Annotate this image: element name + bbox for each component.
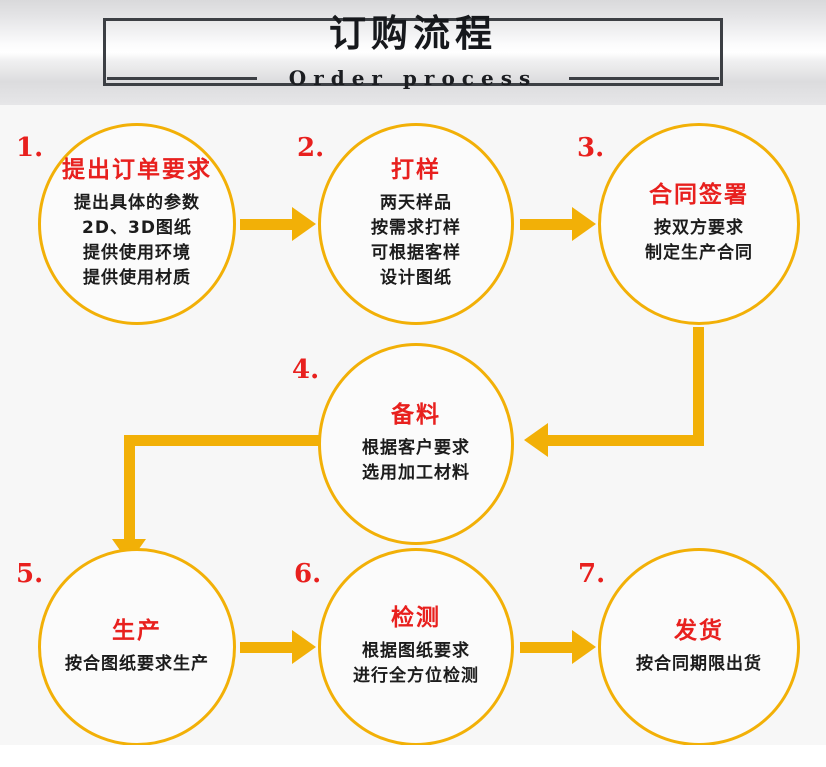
step-title: 检测 [391, 605, 441, 631]
arrow-shaft [520, 642, 578, 653]
process-step-3[interactable]: 合同签署 按双方要求制定生产合同 [598, 123, 800, 325]
arrow-shaft [240, 219, 298, 230]
step-detail-line: 根据图纸要求 [362, 641, 470, 661]
step-number-2: 2. [297, 133, 325, 163]
arrow-head-right-icon [572, 207, 596, 241]
arrow-shaft [240, 642, 298, 653]
header-banner: 订购流程 Order process [0, 0, 826, 105]
step-number-5: 5. [16, 559, 44, 589]
step-number-7: 7. [578, 559, 606, 589]
step-title: 备料 [391, 402, 441, 428]
step-detail-lines: 根据客户要求选用加工材料 [362, 436, 470, 486]
step-detail-line: 根据客户要求 [362, 438, 470, 458]
process-step-1[interactable]: 提出订单要求 提出具体的参数 2D、3D图纸提供使用环境提供使用材质 [38, 123, 236, 325]
arrow-shaft-vertical [693, 327, 704, 446]
step-title: 发货 [674, 617, 724, 644]
subtitle-rule-left [106, 76, 257, 80]
step-detail-line: 按需求打样 [371, 218, 461, 238]
step-detail-lines: 按合图纸要求生产 [65, 652, 209, 677]
step-title: 提出订单要求 [62, 157, 212, 183]
step-detail-line: 按双方要求 [654, 218, 744, 238]
step-detail-line: 提供使用环境 [83, 243, 191, 263]
process-step-4[interactable]: 备料 根据客户要求选用加工材料 [318, 343, 514, 545]
arrow-head-right-icon [292, 207, 316, 241]
process-step-5[interactable]: 生产 按合图纸要求生产 [38, 548, 236, 746]
arrow-head-right-icon [572, 630, 596, 664]
step-detail-line: 选用加工材料 [362, 463, 470, 483]
step-detail-line: 设计图纸 [380, 268, 452, 288]
arrow-head-left-icon [524, 423, 548, 457]
step-detail-line: 按合同期限出货 [636, 653, 762, 674]
step-detail-line: 进行全方位检测 [353, 666, 479, 686]
page-subtitle: Order process [288, 66, 538, 90]
step-detail-lines: 按合同期限出货 [636, 652, 762, 677]
step-number-3: 3. [577, 133, 605, 163]
arrow-shaft [520, 219, 578, 230]
step-detail-line: 2D、3D图纸 [82, 218, 192, 238]
step-number-6: 6. [294, 559, 322, 589]
footer-strip [0, 745, 826, 767]
step-detail-lines: 按双方要求制定生产合同 [645, 216, 753, 266]
subtitle-rule-right [569, 76, 720, 80]
step-title: 打样 [391, 157, 441, 183]
step-detail-line: 两天样品 [380, 193, 452, 213]
process-step-7[interactable]: 发货 按合同期限出货 [598, 548, 800, 746]
arrow-shaft-horizontal [548, 435, 704, 446]
page-title: 订购流程 [329, 12, 497, 55]
arrow-shaft-horizontal [124, 435, 322, 446]
process-step-6[interactable]: 检测 根据图纸要求进行全方位检测 [318, 548, 514, 746]
step-detail-line: 按合图纸要求生产 [65, 653, 209, 674]
process-step-2[interactable]: 打样 两天样品按需求打样可根据客样设计图纸 [318, 123, 514, 325]
header-frame [103, 18, 723, 86]
step-title: 合同签署 [649, 182, 749, 208]
step-detail-line: 可根据客样 [371, 243, 461, 263]
step-detail-line: 提出具体的参数 [74, 193, 200, 213]
arrow-shaft-vertical [124, 435, 135, 545]
subtitle-row: Order process [0, 64, 826, 92]
step-detail-lines: 提出具体的参数 2D、3D图纸提供使用环境提供使用材质 [74, 191, 200, 291]
step-detail-line: 制定生产合同 [645, 243, 753, 263]
step-detail-lines: 两天样品按需求打样可根据客样设计图纸 [371, 191, 461, 291]
step-detail-line: 提供使用材质 [83, 268, 191, 288]
step-number-1: 1. [16, 133, 44, 163]
process-flow-diagram: 1. 2. 3. 4. 5. 6. 7. 提出订单要求 提出具体的参数 2D、3D… [0, 105, 826, 767]
step-detail-lines: 根据图纸要求进行全方位检测 [353, 639, 479, 689]
step-number-4: 4. [292, 355, 320, 385]
arrow-head-right-icon [292, 630, 316, 664]
step-title: 生产 [112, 617, 162, 644]
